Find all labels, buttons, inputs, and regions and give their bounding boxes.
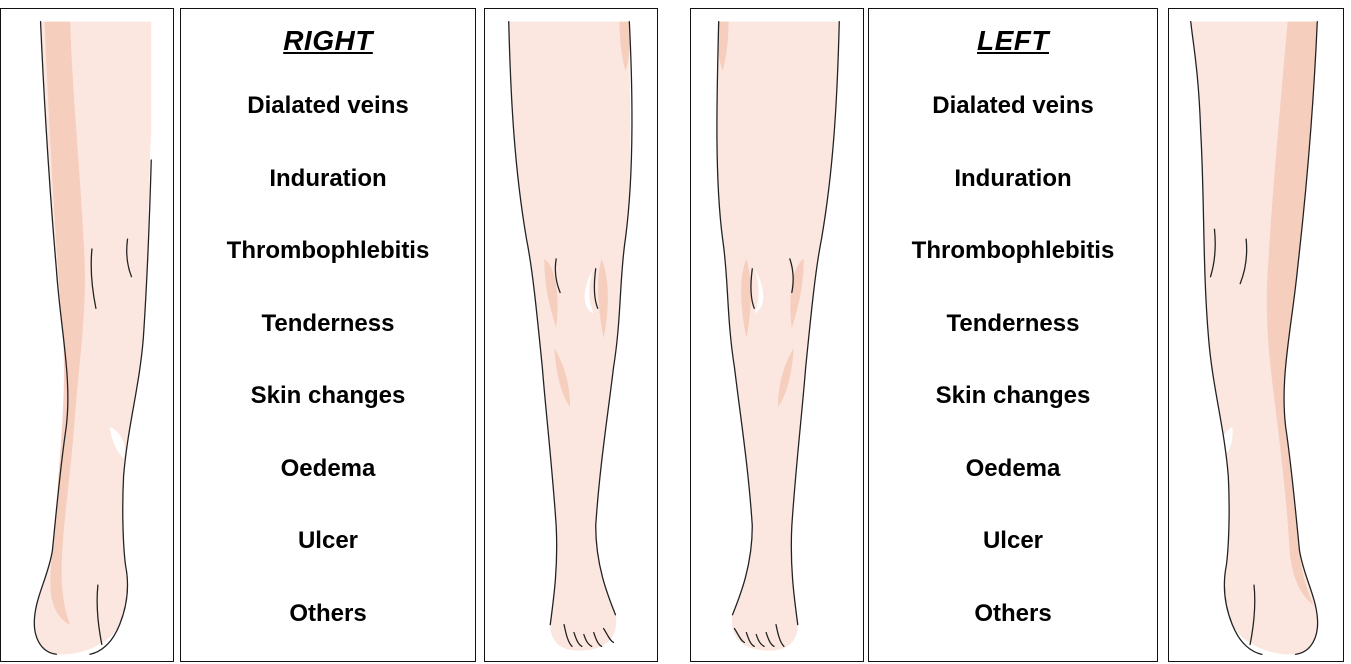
left-item-thrombophlebitis[interactable]: Thrombophlebitis xyxy=(912,215,1115,288)
right-item-others[interactable]: Others xyxy=(227,578,430,651)
left-heading: LEFT xyxy=(977,25,1049,57)
left-item-others[interactable]: Others xyxy=(912,578,1115,651)
right-findings-panel: RIGHT Dialated veins Induration Thrombop… xyxy=(180,8,476,662)
left-item-induration[interactable]: Induration xyxy=(912,143,1115,216)
left-leg-lateral-panel xyxy=(1168,8,1344,662)
right-leg-anterior-panel xyxy=(484,8,658,662)
right-item-dialated-veins[interactable]: Dialated veins xyxy=(227,70,430,143)
right-findings-list: Dialated veins Induration Thrombophlebit… xyxy=(227,70,430,650)
left-item-dialated-veins[interactable]: Dialated veins xyxy=(912,70,1115,143)
right-item-thrombophlebitis[interactable]: Thrombophlebitis xyxy=(227,215,430,288)
right-item-induration[interactable]: Induration xyxy=(227,143,430,216)
left-findings-list: Dialated veins Induration Thrombophlebit… xyxy=(912,70,1115,650)
right-heading: RIGHT xyxy=(283,25,373,57)
right-item-skin-changes[interactable]: Skin changes xyxy=(227,360,430,433)
left-leg-anterior-illustration xyxy=(691,9,863,661)
right-item-oedema[interactable]: Oedema xyxy=(227,433,430,506)
right-item-tenderness[interactable]: Tenderness xyxy=(227,288,430,361)
left-item-skin-changes[interactable]: Skin changes xyxy=(912,360,1115,433)
left-item-tenderness[interactable]: Tenderness xyxy=(912,288,1115,361)
right-item-ulcer[interactable]: Ulcer xyxy=(227,505,430,578)
right-leg-lateral-illustration xyxy=(1,9,173,661)
left-item-oedema[interactable]: Oedema xyxy=(912,433,1115,506)
left-leg-anterior-panel xyxy=(690,8,864,662)
left-findings-panel: LEFT Dialated veins Induration Thromboph… xyxy=(868,8,1158,662)
right-leg-anterior-illustration xyxy=(485,9,657,661)
right-leg-lateral-panel xyxy=(0,8,174,662)
left-leg-lateral-illustration xyxy=(1169,9,1343,661)
left-item-ulcer[interactable]: Ulcer xyxy=(912,505,1115,578)
